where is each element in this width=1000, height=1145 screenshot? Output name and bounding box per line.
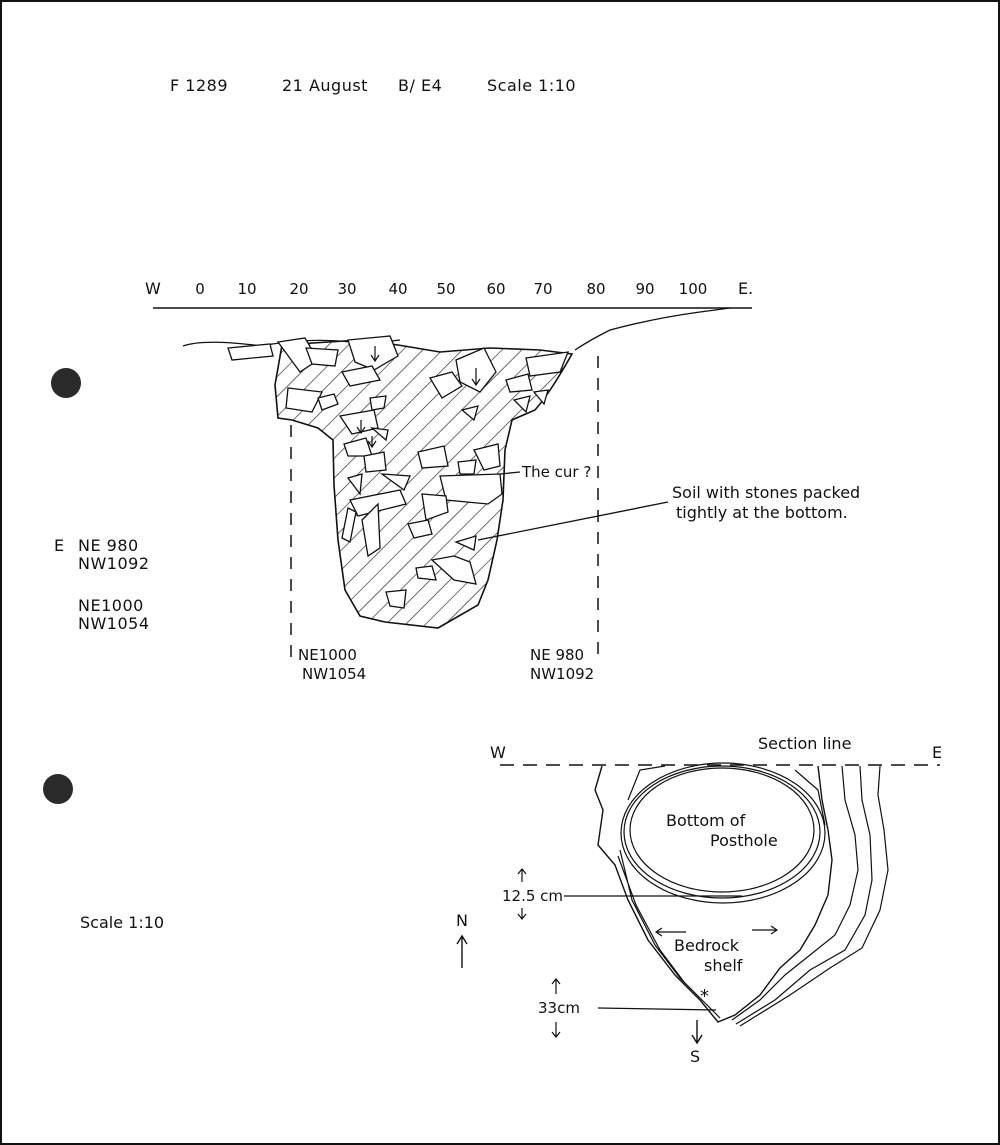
- scale-tick-90: 90: [635, 280, 654, 298]
- plan-cut-inner-lines: [617, 849, 721, 1019]
- depth-33cm-leader: [597, 1007, 717, 1011]
- ground-surface-profile: [182, 307, 731, 351]
- right-point-ne: NE 980: [530, 646, 584, 664]
- section-west-label: W: [145, 279, 161, 298]
- scale-tick-0: 0: [195, 280, 205, 298]
- margin-nw-1092: NW1092: [78, 554, 150, 573]
- scale-tick-100: 100: [679, 280, 708, 298]
- scale-tick-20: 20: [289, 280, 308, 298]
- binder-hole-top: [51, 368, 81, 398]
- south-label: S: [690, 1047, 700, 1066]
- margin-ne-1000: NE1000: [78, 596, 144, 615]
- annotation-soil-line1: Soil with stones packed: [672, 483, 860, 502]
- datum-star: *: [700, 986, 709, 1007]
- scale-tick-50: 50: [436, 280, 455, 298]
- header-scale: Scale 1:10: [487, 76, 577, 95]
- depth-125cm-label: 12.5 cm: [502, 887, 563, 905]
- shelf-label-1: Bedrock: [674, 936, 740, 955]
- feature-number: F 1289: [170, 76, 229, 95]
- scale-tick-30: 30: [337, 280, 356, 298]
- shelf-width-arrows: [654, 925, 779, 937]
- scale-tick-10: 10: [237, 280, 256, 298]
- scale-tick-40: 40: [388, 280, 407, 298]
- depth-33cm-label: 33cm: [538, 999, 580, 1017]
- annotation-soil-line2: tightly at the bottom.: [676, 503, 848, 522]
- binder-hole-bottom: [43, 774, 73, 804]
- left-point-ne: NE1000: [298, 646, 357, 664]
- shelf-label-2: shelf: [704, 956, 743, 975]
- south-arrow: [691, 1020, 703, 1045]
- plan-west-label: W: [490, 743, 506, 762]
- depth-marker-arrows: [517, 868, 561, 1038]
- section-scale-ticks: 0 10 20 30 40 50 60 70 80 90 100: [195, 280, 707, 298]
- soil-leader-line: [477, 501, 669, 541]
- scale-tick-60: 60: [486, 280, 505, 298]
- drawing-date: 21 August: [282, 76, 368, 95]
- north-label: N: [456, 911, 468, 930]
- stones: [227, 335, 570, 609]
- settling-arrows: [356, 346, 481, 449]
- right-point-nw: NW1092: [530, 665, 594, 683]
- margin-e-label: E: [54, 536, 65, 555]
- cur-leader-line: [499, 471, 521, 475]
- bottom-label-1: Bottom of: [666, 811, 746, 830]
- posthole-fill: [274, 339, 574, 629]
- section-east-label: E.: [738, 279, 753, 298]
- left-point-nw: NW1054: [302, 665, 366, 683]
- plan-scale: Scale 1:10: [80, 913, 164, 932]
- plan-east-label: E: [932, 743, 942, 762]
- posthole-bottom-rings: [620, 762, 826, 904]
- annotation-cur: The cur ?: [521, 463, 591, 481]
- margin-ne-980: NE 980: [78, 536, 139, 555]
- margin-nw-1054: NW1054: [78, 614, 150, 633]
- section-line-label: Section line: [758, 734, 851, 753]
- north-arrow: [456, 934, 468, 968]
- trench-label: B/ E4: [398, 76, 443, 95]
- bottom-label-2: Posthole: [710, 831, 778, 850]
- plan-slope-contours: [731, 765, 889, 1027]
- scale-tick-70: 70: [533, 280, 552, 298]
- plan-cut-outline: [594, 765, 833, 1023]
- scale-tick-80: 80: [586, 280, 605, 298]
